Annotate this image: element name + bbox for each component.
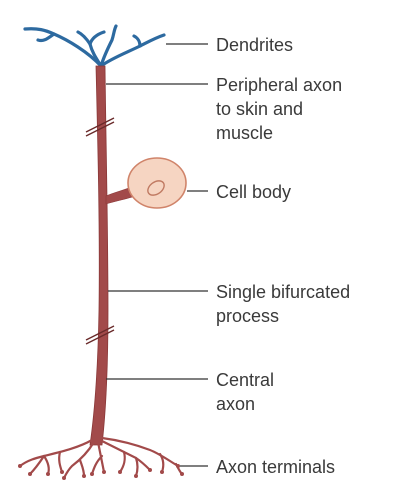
label-process-2: process <box>216 306 279 326</box>
terminal-knobs <box>18 464 184 480</box>
label-peripheral-axon-1: Peripheral axon <box>216 75 342 95</box>
axon <box>86 66 114 445</box>
leader-lines <box>106 44 208 466</box>
label-central-axon-2: axon <box>216 394 255 414</box>
dendrites <box>25 26 164 66</box>
label-peripheral-axon-3: muscle <box>216 123 273 143</box>
label-process-1: Single bifurcated <box>216 282 350 302</box>
label-central-axon-1: Central <box>216 370 274 390</box>
label-peripheral-axon-2: to skin and <box>216 99 303 119</box>
label-dendrites: Dendrites <box>216 35 293 55</box>
label-axon-terminals: Axon terminals <box>216 457 335 477</box>
label-cell-body: Cell body <box>216 182 291 202</box>
cell-body <box>128 158 186 208</box>
